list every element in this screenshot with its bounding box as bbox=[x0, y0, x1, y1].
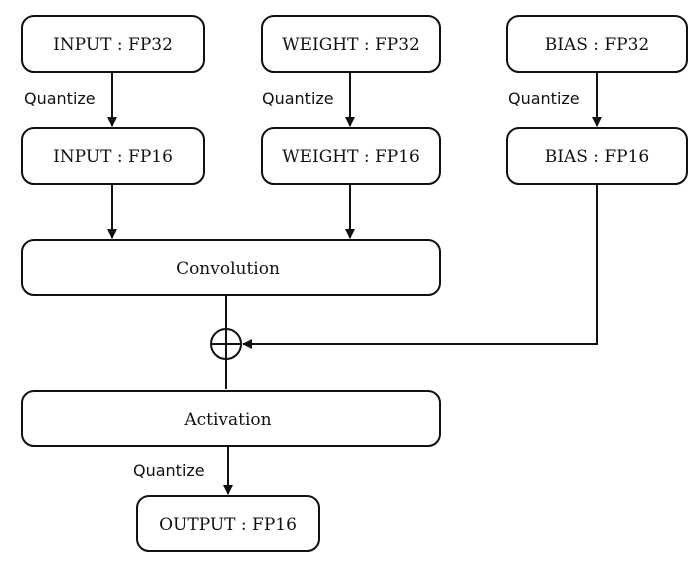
node-convolution-label: Convolution bbox=[176, 259, 280, 279]
node-bias-fp16-label: BIAS : FP16 bbox=[545, 147, 650, 167]
node-output-fp16: OUTPUT : FP16 bbox=[136, 495, 320, 552]
node-weight-fp16-label: WEIGHT : FP16 bbox=[282, 147, 420, 167]
node-weight-fp16: WEIGHT : FP16 bbox=[261, 127, 441, 185]
bias-quantize-label: Quantize bbox=[508, 89, 580, 108]
node-input-fp16: INPUT : FP16 bbox=[21, 127, 205, 185]
node-weight-fp32: WEIGHT : FP32 bbox=[261, 15, 441, 73]
circle-plus-icon bbox=[210, 328, 242, 360]
weight-quantize-label: Quantize bbox=[262, 89, 334, 108]
edge-bias-to-sum bbox=[242, 184, 598, 349]
node-bias-fp16: BIAS : FP16 bbox=[506, 127, 688, 185]
node-output-fp16-label: OUTPUT : FP16 bbox=[159, 515, 297, 535]
node-weight-fp32-label: WEIGHT : FP32 bbox=[282, 35, 420, 55]
node-activation-label: Activation bbox=[183, 410, 271, 430]
output-quantize-label: Quantize bbox=[133, 461, 205, 480]
input-quantize-label: Quantize bbox=[24, 89, 96, 108]
node-input-fp16-label: INPUT : FP16 bbox=[53, 147, 173, 167]
node-bias-fp32-label: BIAS : FP32 bbox=[545, 35, 650, 55]
edges bbox=[107, 72, 602, 495]
node-activation: Activation bbox=[21, 390, 441, 447]
node-input-fp32: INPUT : FP32 bbox=[21, 15, 205, 73]
edge-labels: Quantize Quantize Quantize Quantize bbox=[24, 89, 580, 480]
node-bias-fp32: BIAS : FP32 bbox=[506, 15, 688, 73]
node-input-fp32-label: INPUT : FP32 bbox=[53, 35, 173, 55]
node-convolution: Convolution bbox=[21, 239, 441, 296]
